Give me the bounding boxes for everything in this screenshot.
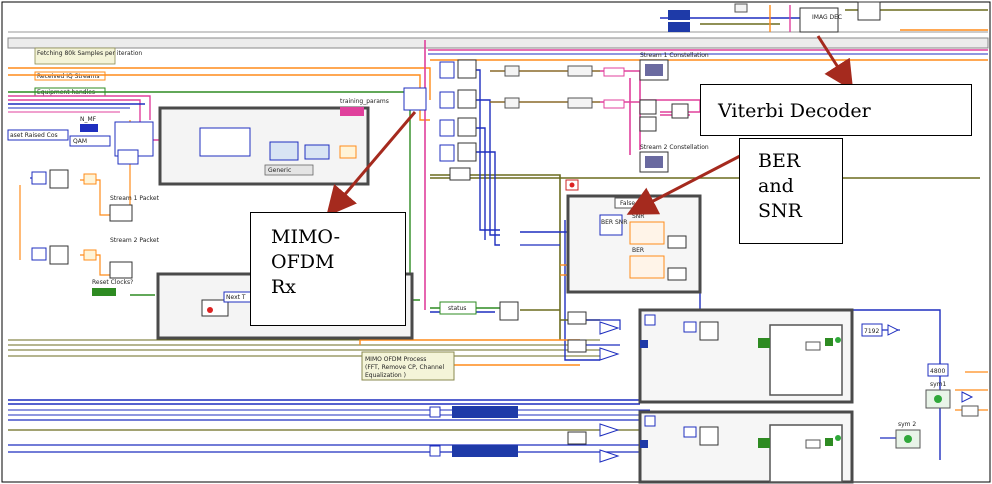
training-params-label: training_params xyxy=(340,98,389,105)
mimo-process-comment: MIMO OFDM Process (FFT, Remove CP, Chann… xyxy=(362,352,454,380)
ber-snr-callout-line-3: SNR xyxy=(758,199,842,224)
ber-snr-callout: BER and SNR xyxy=(739,138,843,244)
imag-dec-label: IMAG DEC xyxy=(812,14,842,21)
stream1-constellation-label: Stream 1 Constellation xyxy=(640,52,709,59)
mimo-process-label-2: (FFT, Remove CP, Channel xyxy=(365,364,444,371)
next-t-label: Next T xyxy=(226,294,246,301)
ber-label: BER xyxy=(632,247,644,254)
false-case-label: False xyxy=(620,200,635,207)
snr-label: SNR xyxy=(632,213,644,220)
raised-cos-label: aset Raised Cos xyxy=(10,132,58,139)
mimo-process-label-3: Equalization ) xyxy=(365,372,406,379)
const-7192-label: 7192 xyxy=(864,328,879,335)
mimo-rx-frame: Generic xyxy=(115,108,368,184)
mimo-callout-line-3: Rx xyxy=(271,275,405,300)
viterbi-loops xyxy=(568,310,852,482)
qam-label: QAM xyxy=(73,138,87,145)
stream2-packet-label: Stream 2 Packet xyxy=(110,237,160,244)
ber-snr-frame: False BER SNR SNR BER xyxy=(566,180,700,292)
mimo-callout-line-2: OFDM xyxy=(271,250,405,275)
mimo-process-label-1: MIMO OFDM Process xyxy=(365,356,426,363)
reset-clocks-label: Reset Clocks? xyxy=(92,279,133,286)
right-indicators: 7192 4800 sym1 sym 2 xyxy=(862,324,978,448)
stream1-packet-label: Stream 1 Packet xyxy=(110,195,160,202)
received-iq-label: Received IQ Streams xyxy=(37,73,99,80)
stream-nodes: Stream 1 Packet Stream 2 Packet Reset Cl… xyxy=(32,170,160,296)
stream2-constellation-label: Stream 2 Constellation xyxy=(640,144,709,151)
sym2-label: sym 2 xyxy=(898,421,916,428)
left-labels: Fetching 80k Samples per iteration Recei… xyxy=(35,48,142,96)
generic-label: Generic xyxy=(268,167,291,174)
n-mf-label: N_MF xyxy=(80,116,97,123)
viterbi-callout: Viterbi Decoder xyxy=(700,84,972,136)
status-label: status xyxy=(448,305,466,312)
fetching-label: Fetching 80k Samples per iteration xyxy=(37,50,142,57)
mimo-callout-line-1: MIMO- xyxy=(271,225,405,250)
top-right-nodes: IMAG DEC xyxy=(668,2,880,32)
viterbi-callout-text: Viterbi Decoder xyxy=(718,99,971,124)
mimo-ofdm-rx-callout: MIMO- OFDM Rx xyxy=(250,212,406,326)
status-node: status xyxy=(440,302,518,320)
input-arrays xyxy=(430,406,518,457)
sym1-label: sym1 xyxy=(930,381,947,388)
const-4800-label: 4800 xyxy=(930,368,945,375)
ber-snr-vi-label: BER SNR xyxy=(601,219,627,226)
ber-snr-callout-line-2: and xyxy=(758,174,842,199)
ber-snr-callout-line-1: BER xyxy=(758,149,842,174)
